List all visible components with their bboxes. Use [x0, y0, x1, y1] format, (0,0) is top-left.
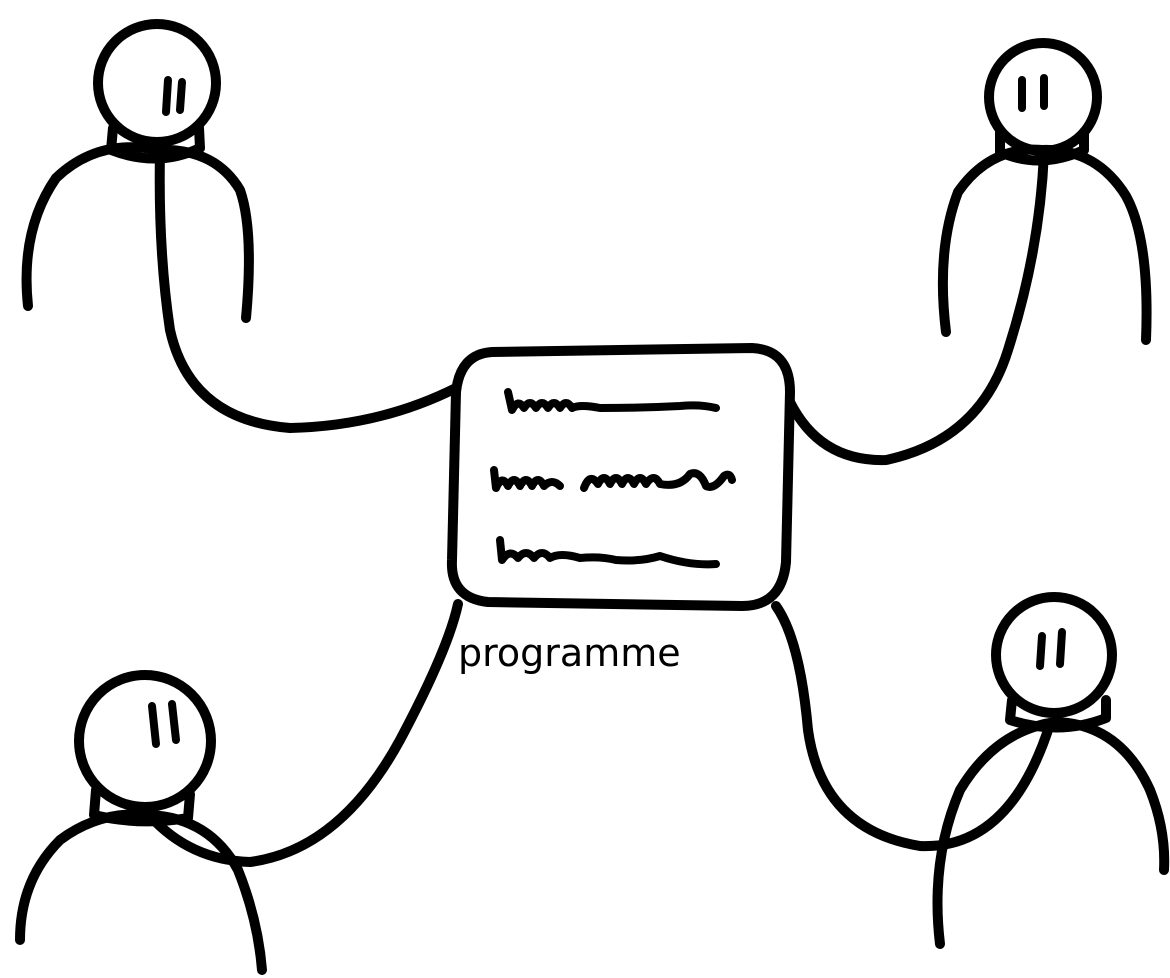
person-head: [93, 19, 221, 147]
connector-bottom-left: [145, 599, 463, 867]
program-text-line-2: [490, 466, 736, 492]
person-top-left: [21, 19, 461, 433]
connector-top-right: [785, 147, 1049, 466]
connector-bottom-right: [771, 601, 1055, 852]
program-text-line-1: [504, 388, 720, 414]
connector-top-left: [154, 147, 461, 433]
person-bottom-left: [15, 599, 463, 975]
person-body: [15, 809, 267, 975]
program-text-line-3: [496, 536, 720, 569]
program-label: programme: [458, 631, 681, 675]
program-document: programme: [446, 343, 795, 675]
person-top-right: [785, 38, 1152, 466]
person-eyes: [162, 76, 186, 116]
program-box: [446, 343, 795, 611]
person-collar: [1005, 695, 1111, 733]
person-eyes: [1036, 628, 1066, 670]
person-head: [74, 670, 216, 812]
person-eyes: [1018, 74, 1048, 112]
person-body: [21, 142, 254, 323]
person-bottom-right: [771, 592, 1170, 949]
person-head: [991, 592, 1117, 718]
person-eyes: [148, 700, 180, 748]
